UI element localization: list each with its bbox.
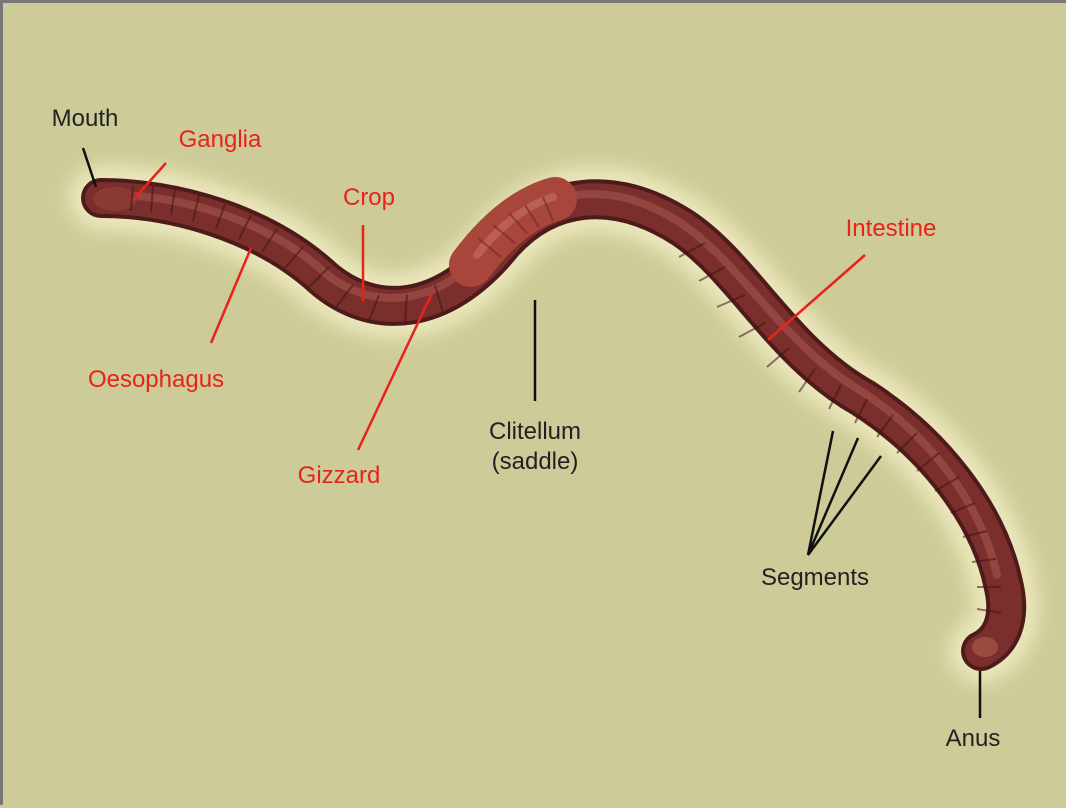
label-segments: Segments xyxy=(761,564,869,592)
worm-tail xyxy=(972,637,998,657)
label-clitellum-line1: Clitellum xyxy=(489,417,581,447)
earthworm-diagram xyxy=(3,3,1066,808)
label-ganglia: Ganglia xyxy=(179,126,262,154)
label-oesophagus: Oesophagus xyxy=(88,366,224,394)
label-intestine: Intestine xyxy=(846,215,937,243)
label-clitellum-line2: (saddle) xyxy=(489,447,581,477)
label-gizzard: Gizzard xyxy=(298,462,381,490)
label-mouth: Mouth xyxy=(52,105,119,133)
label-crop: Crop xyxy=(343,184,395,212)
oesophagus-leader-line xyxy=(211,248,251,343)
label-clitellum: Clitellum (saddle) xyxy=(489,417,581,477)
label-anus: Anus xyxy=(946,725,1001,753)
